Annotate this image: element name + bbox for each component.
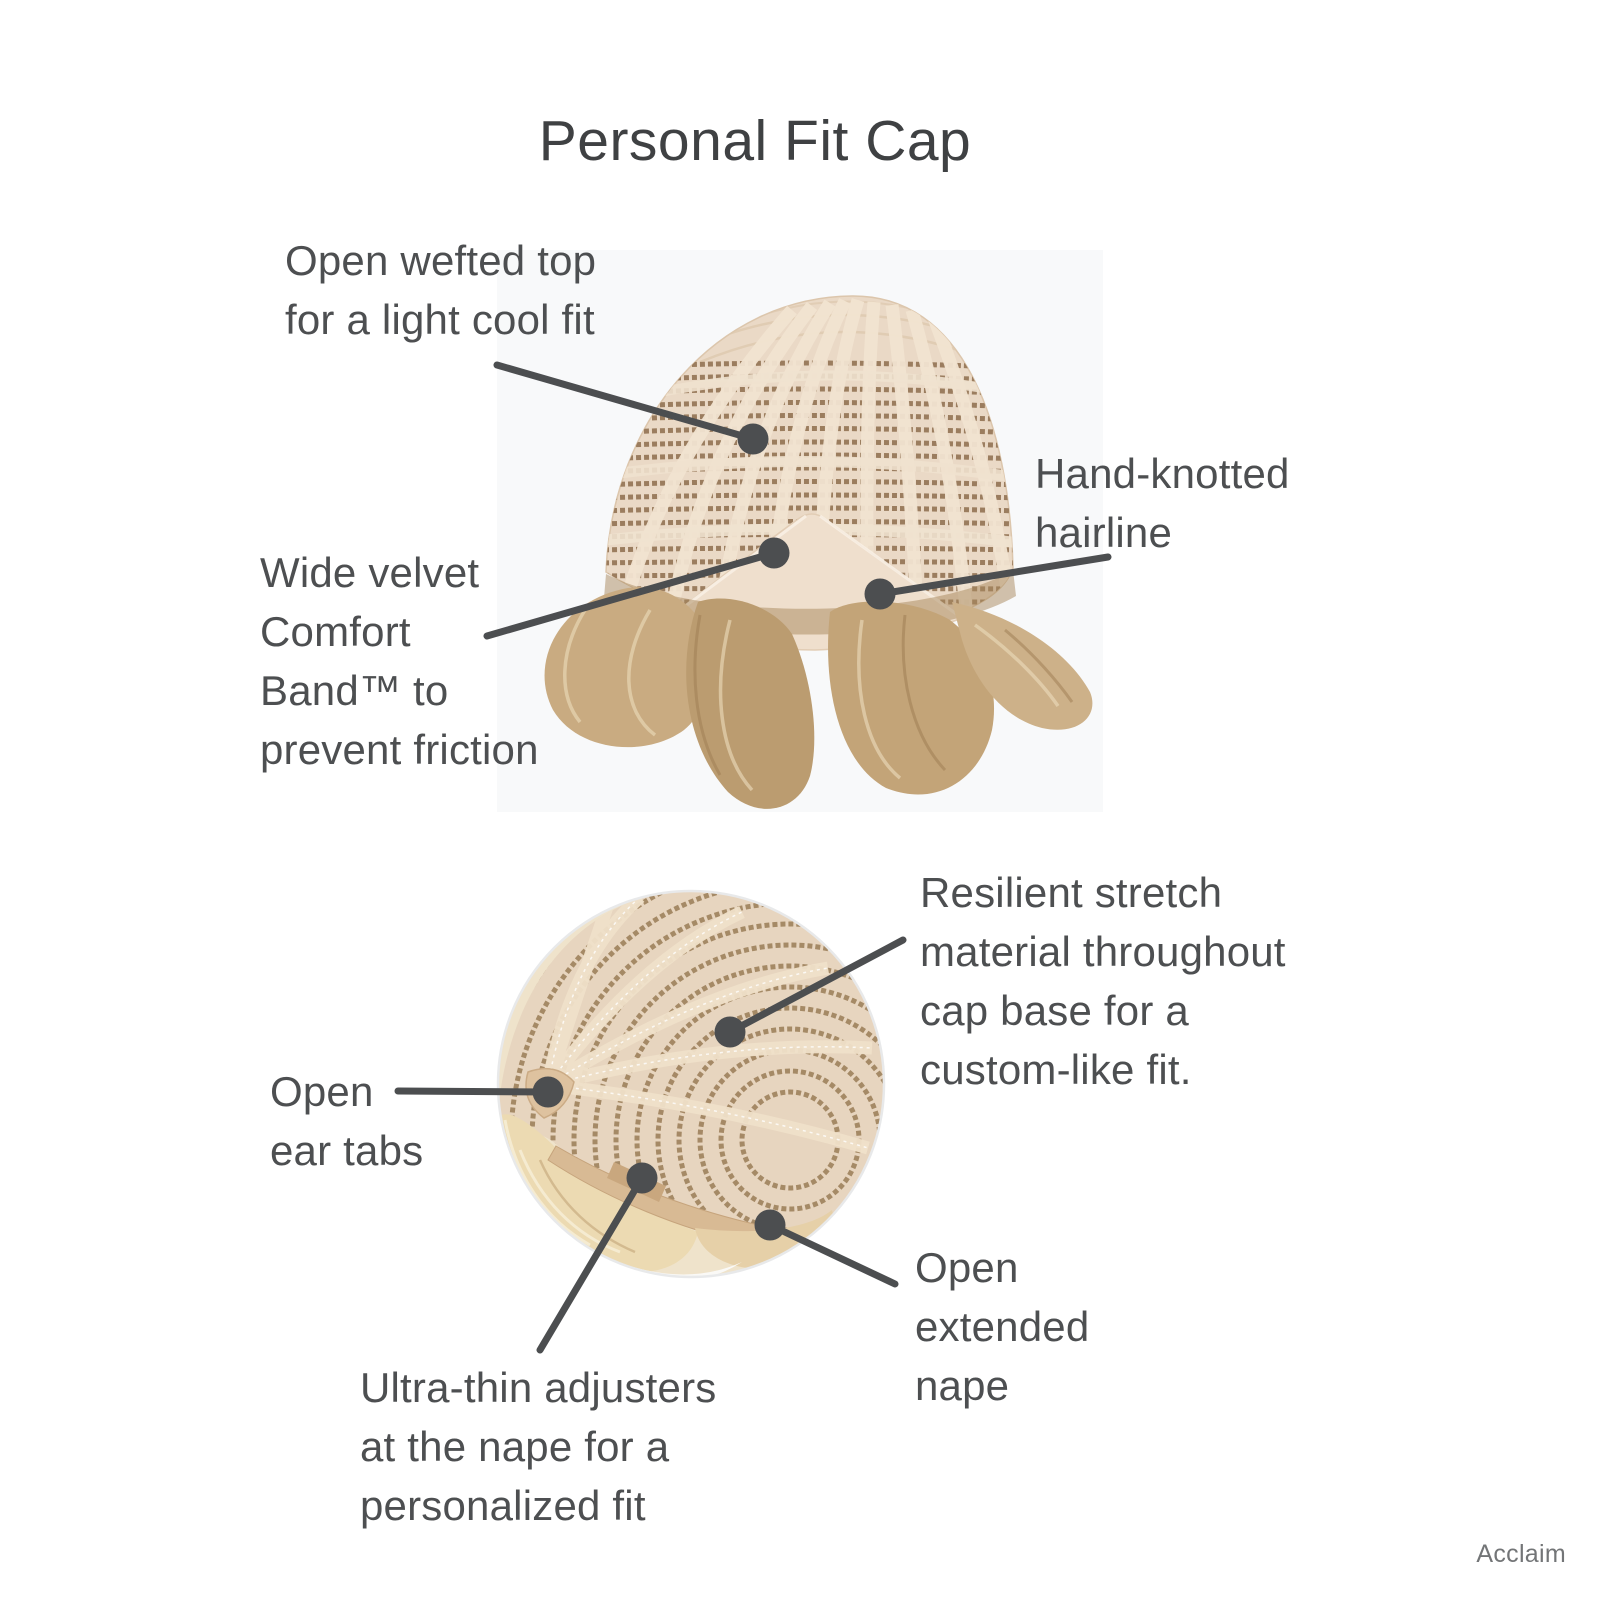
callout-text-line: hairline xyxy=(1035,509,1173,556)
callout-text-line: Resilient stretch xyxy=(920,869,1223,916)
callout-text-line: at the nape for a xyxy=(360,1423,670,1470)
callout-hand-knotted-hairline: Hand-knotted hairline xyxy=(1035,444,1290,562)
callout-open-wefted-top: Open wefted top for a light cool fit xyxy=(285,231,596,349)
callout-text-line: Ultra-thin adjusters xyxy=(360,1364,717,1411)
callout-text-line: ear tabs xyxy=(270,1127,424,1174)
callout-resilient-stretch: Resilient stretch material throughout ca… xyxy=(920,863,1286,1099)
callout-text-line: Open wefted top xyxy=(285,237,597,284)
callout-line-ultra-thin-adjusters xyxy=(536,1174,646,1354)
callout-text-line: personalized fit xyxy=(360,1482,646,1529)
callout-text-line: Wide velvet xyxy=(260,549,480,596)
callout-dot-resilient-stretch xyxy=(714,1016,746,1048)
callout-text-line: material throughout xyxy=(920,928,1286,975)
hair-back xyxy=(544,570,1093,809)
callout-dot-open-ear-tabs xyxy=(532,1076,564,1108)
callout-line-hand-knotted-hairline xyxy=(876,553,1112,598)
page-title: Personal Fit Cap xyxy=(538,109,972,173)
wig-cap-side-photo xyxy=(496,889,886,1279)
callout-text-line: custom-like fit. xyxy=(920,1046,1192,1093)
callout-text-line: extended xyxy=(915,1303,1090,1350)
callout-line-comfort-band xyxy=(483,549,778,640)
callout-text-line: Open xyxy=(915,1244,1019,1291)
callout-text-line: Hand-knotted xyxy=(1035,450,1290,497)
callout-text-line: for a light cool fit xyxy=(285,296,595,343)
callout-line-open-ear-tabs xyxy=(394,1087,552,1096)
callout-dot-ultra-thin-adjusters xyxy=(626,1162,658,1194)
callout-dot-hand-knotted-hairline xyxy=(864,578,896,610)
photo-circle-rim xyxy=(496,889,886,1279)
callout-open-ear-tabs: Open ear tabs xyxy=(270,1062,423,1180)
callout-dot-open-extended-nape xyxy=(754,1209,786,1241)
callout-text-line: Comfort xyxy=(260,608,411,655)
brand-watermark: Acclaim xyxy=(1476,1540,1566,1568)
callout-line-open-extended-nape xyxy=(766,1221,899,1288)
callout-ultra-thin-adjusters: Ultra-thin adjusters at the nape for a p… xyxy=(360,1358,716,1535)
callout-text-line: Band™ to xyxy=(260,667,449,714)
callout-line-open-wefted-top xyxy=(493,361,757,443)
callout-leaders xyxy=(394,361,1112,1354)
callout-dot-open-wefted-top xyxy=(737,423,769,455)
callout-text-line: cap base for a xyxy=(920,987,1189,1034)
callout-dot-comfort-band xyxy=(758,537,790,569)
callout-text-line: prevent friction xyxy=(260,726,539,773)
callout-wide-velvet-comfort-band: Wide velvet Comfort Band™ to prevent fri… xyxy=(260,543,539,779)
callout-text-line: nape xyxy=(915,1362,1010,1409)
callout-open-extended-nape: Open extended nape xyxy=(915,1238,1089,1415)
callout-text-line: Open xyxy=(270,1068,374,1115)
callout-line-resilient-stretch xyxy=(726,936,907,1036)
